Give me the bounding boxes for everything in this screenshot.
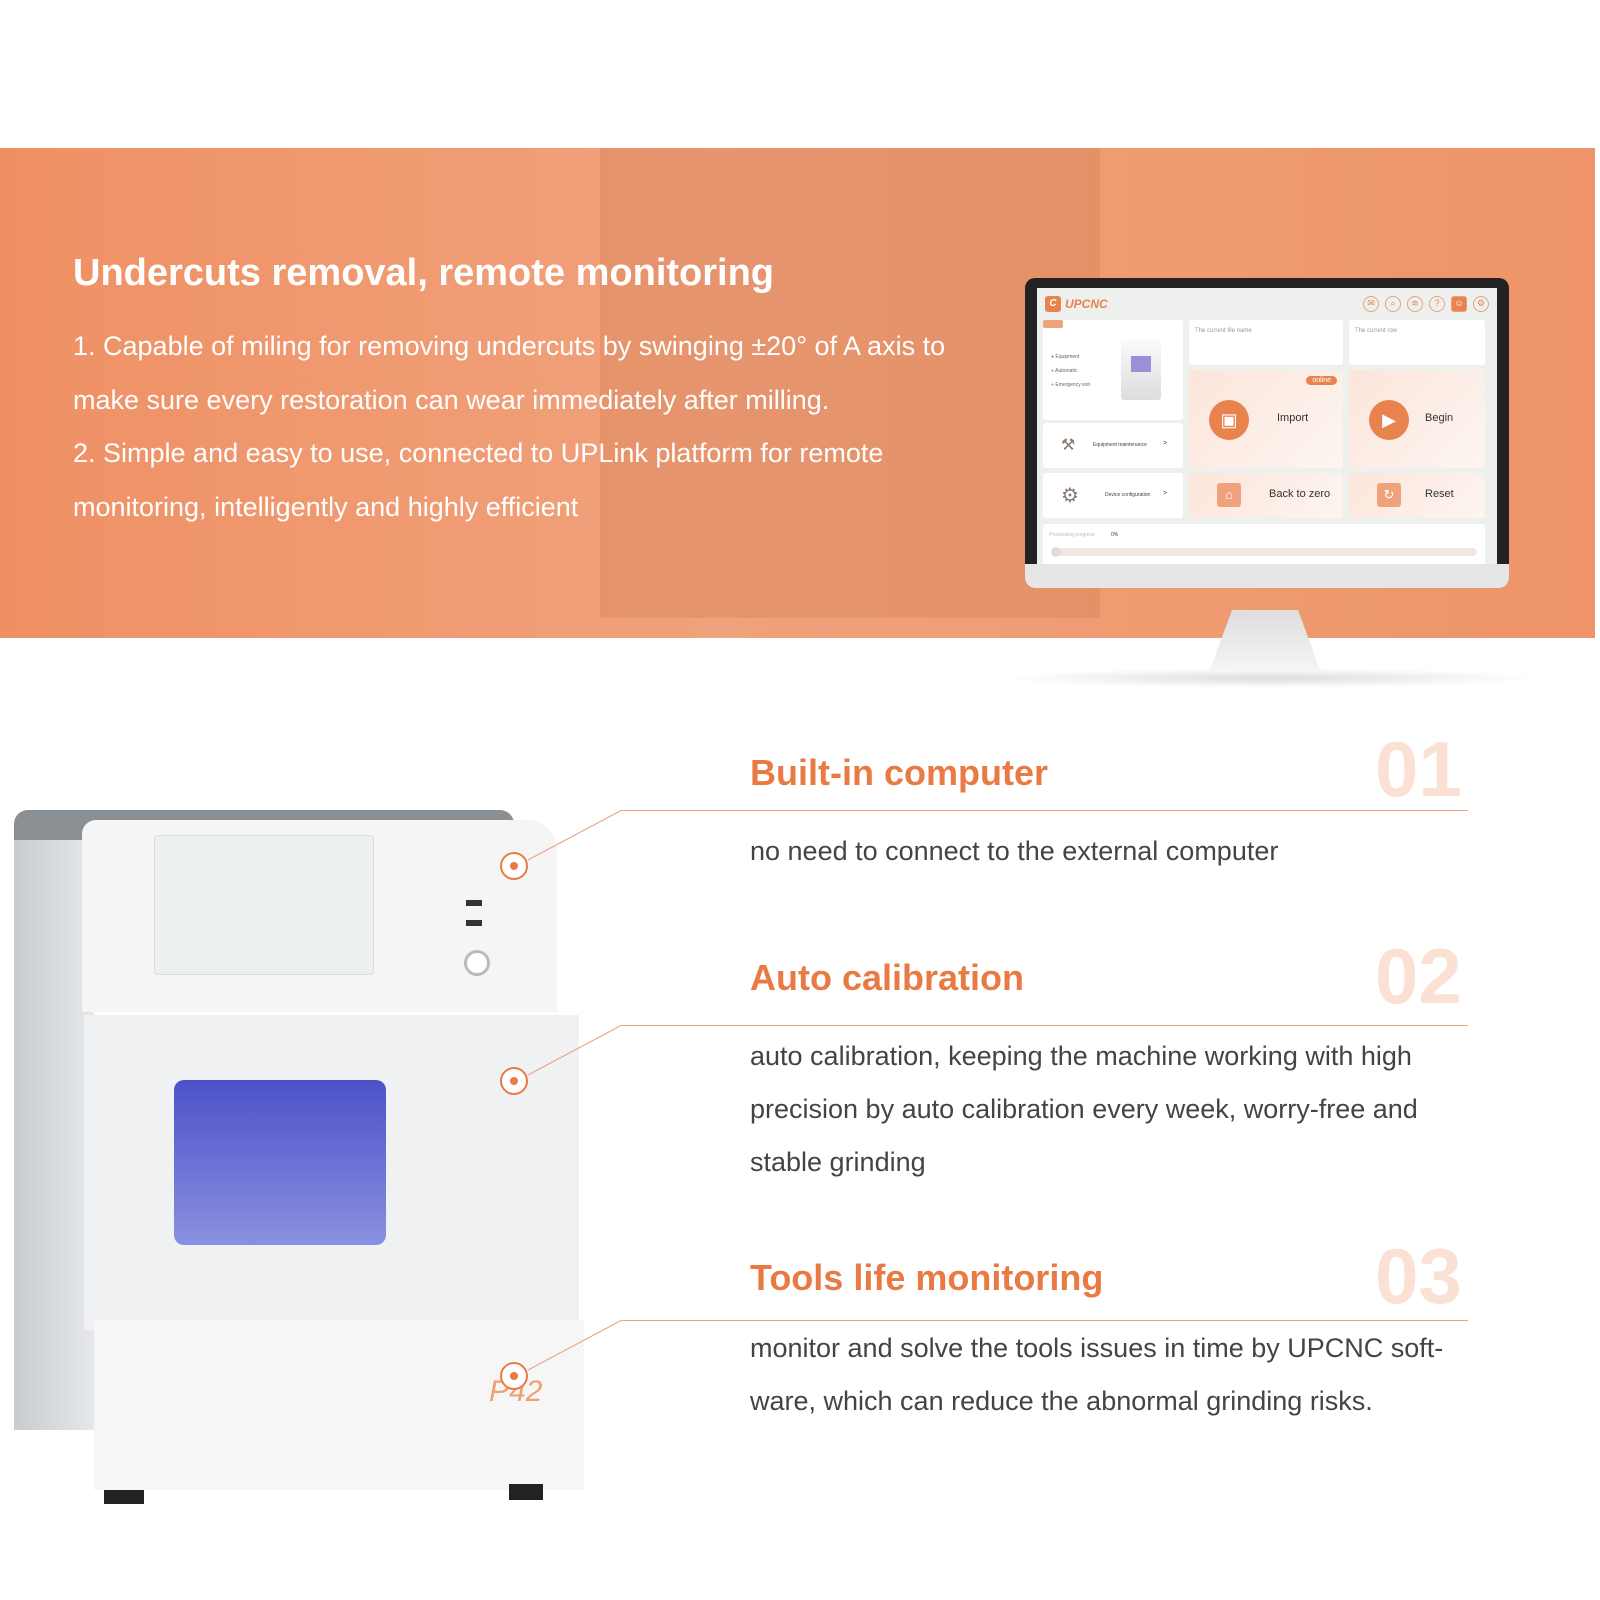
wifi-icon[interactable]: ≋ [1407,296,1423,312]
online-toggle[interactable]: online [1306,376,1337,385]
hero-point-2: 2. Simple and easy to use, connected to … [73,438,884,522]
callout-dot-2 [500,1067,528,1095]
progress-card: Processing progress 0% [1043,524,1485,566]
progress-bar [1051,547,1477,557]
status-card: ● Equipment ● Automatic ● Emergency exit [1043,320,1183,420]
machine-touchscreen [154,835,374,975]
settings-icon[interactable]: ⚙ [1473,296,1489,312]
callout-dot-3 [500,1362,528,1390]
gear-icon: ⚙ [1061,485,1079,507]
mail-icon[interactable]: ✉ [1363,296,1379,312]
back-to-zero-button[interactable]: ⌂ Back to zero [1189,473,1343,518]
machine-window [174,1080,386,1245]
status-equipment: ● Equipment [1051,354,1080,360]
home-icon: ⌂ [1217,483,1241,507]
folder-icon: ▣ [1209,400,1249,440]
reset-button[interactable]: ↻ Reset [1349,473,1485,518]
status-automatic: ● Automatic [1051,368,1078,374]
feature-text: no need to connect to the external compu… [750,836,1279,866]
feature-text: auto calibration, keeping the machine wo… [750,1041,1418,1177]
search-icon[interactable]: ⌕ [1385,296,1401,312]
callout-dot-1 [500,852,528,880]
import-button[interactable]: online ▣ Import [1189,370,1343,468]
feature-title: Tools life monitoring [750,1257,1104,1298]
maintenance-icon: ⚒ [1061,437,1076,454]
hero-title: Undercuts removal, remote monitoring [73,252,775,294]
machine-thumbnail [1121,340,1161,400]
begin-button[interactable]: ▶ Begin [1349,370,1485,468]
power-button [464,950,490,976]
feature-number: 01 [1375,725,1462,813]
equipment-maintenance-button[interactable]: ⚒ Equipment maintenance > [1043,423,1183,468]
device-configuration-button[interactable]: ⚙ Device configuration > [1043,473,1183,518]
feature-title: Auto calibration [750,957,1025,998]
user-icon[interactable]: ☺ [1451,296,1467,312]
reset-icon: ↻ [1377,483,1401,507]
help-icon[interactable]: ? [1429,296,1445,312]
feature-number: 03 [1375,1232,1462,1320]
hero-description: 1. Capable of miling for removing underc… [73,320,978,534]
p42-milling-machine: P42 [14,810,584,1504]
feature-text: monitor and solve the tools issues in ti… [750,1333,1444,1416]
play-icon: ▶ [1369,400,1409,440]
hero-point-1: 1. Capable of miling for removing underc… [73,331,946,415]
monitor-stand [1210,610,1320,670]
feature-number: 02 [1375,932,1462,1020]
status-emergency: ● Emergency exit [1051,382,1090,388]
feature-title: Built-in computer [750,752,1048,793]
current-row-card: The current row [1349,320,1485,365]
current-file-card: The current file name [1189,320,1343,365]
